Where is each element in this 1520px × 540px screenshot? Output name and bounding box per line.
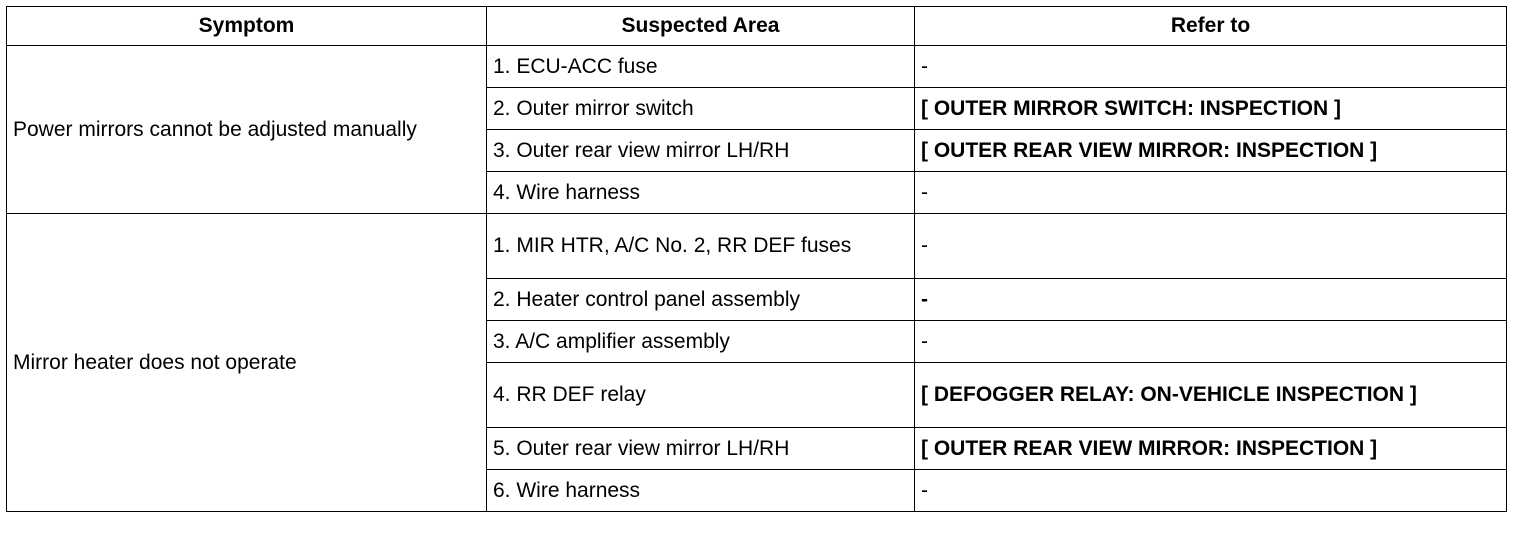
suspected-area-cell: 1. ECU-ACC fuse bbox=[486, 45, 915, 88]
table-row: 4. Wire harness - bbox=[7, 171, 1507, 214]
table-row: 3. Outer rear view mirror LH/RH [ OUTER … bbox=[7, 129, 1507, 172]
table-row: 2. Outer mirror switch [ OUTER MIRROR SW… bbox=[7, 87, 1507, 130]
table-row: 6. Wire harness - bbox=[7, 469, 1507, 512]
suspected-area-cell: 2. Outer mirror switch bbox=[486, 87, 915, 130]
suspected-area-cell: 4. Wire harness bbox=[486, 171, 915, 214]
refer-cell: - bbox=[914, 469, 1507, 512]
suspected-area-cell: 5. Outer rear view mirror LH/RH bbox=[486, 427, 915, 470]
refer-cell: - bbox=[914, 171, 1507, 214]
table-row: 3. A/C amplifier assembly - bbox=[7, 320, 1507, 363]
refer-link[interactable]: [ DEFOGGER RELAY: ON-VEHICLE INSPECTION … bbox=[914, 362, 1507, 428]
header-symptom: Symptom bbox=[6, 6, 487, 46]
table-row: 2. Heater control panel assembly - bbox=[7, 278, 1507, 321]
suspected-area-cell: 3. A/C amplifier assembly bbox=[486, 320, 915, 363]
symptom-table: Symptom Suspected Area Refer to Power mi… bbox=[6, 6, 1507, 512]
suspected-area-cell: 2. Heater control panel assembly bbox=[486, 278, 915, 321]
symptom-cell: Power mirrors cannot be adjusted manuall… bbox=[6, 45, 487, 214]
refer-link[interactable]: [ OUTER REAR VIEW MIRROR: INSPECTION ] bbox=[914, 427, 1507, 470]
refer-link[interactable]: [ OUTER MIRROR SWITCH: INSPECTION ] bbox=[914, 87, 1507, 130]
refer-cell: - bbox=[914, 320, 1507, 363]
header-suspected-area: Suspected Area bbox=[486, 6, 915, 46]
refer-cell: - bbox=[914, 278, 1507, 321]
refer-cell: - bbox=[914, 213, 1507, 279]
header-row: Symptom Suspected Area Refer to bbox=[6, 6, 1507, 46]
table-row: 5. Outer rear view mirror LH/RH [ OUTER … bbox=[7, 427, 1507, 470]
table-row: Power mirrors cannot be adjusted manuall… bbox=[6, 45, 1507, 214]
suspected-area-cell: 4. RR DEF relay bbox=[486, 362, 915, 428]
symptom-cell: Mirror heater does not operate bbox=[6, 213, 487, 512]
refer-cell: - bbox=[914, 45, 1507, 88]
suspected-area-cell: 6. Wire harness bbox=[486, 469, 915, 512]
suspected-area-cell: 1. MIR HTR, A/C No. 2, RR DEF fuses bbox=[486, 213, 915, 279]
header-refer-to: Refer to bbox=[914, 6, 1507, 46]
refer-link[interactable]: [ OUTER REAR VIEW MIRROR: INSPECTION ] bbox=[914, 129, 1507, 172]
table-row: 4. RR DEF relay [ DEFOGGER RELAY: ON-VEH… bbox=[7, 362, 1507, 428]
table-row: Mirror heater does not operate 1. MIR HT… bbox=[6, 213, 1507, 512]
suspected-area-cell: 3. Outer rear view mirror LH/RH bbox=[486, 129, 915, 172]
